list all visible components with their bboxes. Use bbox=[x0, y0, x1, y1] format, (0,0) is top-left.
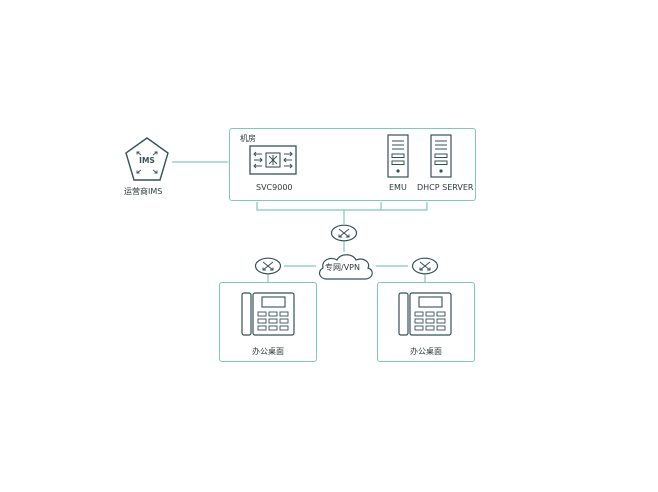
emu-label: EMU bbox=[389, 183, 407, 192]
dhcp-label: DHCP SERVER bbox=[417, 183, 474, 192]
svc-label: SVC9000 bbox=[256, 183, 293, 192]
ims-icon-text: IMS bbox=[139, 156, 155, 165]
dhcp-server-icon bbox=[430, 134, 452, 178]
svc-device-icon bbox=[249, 145, 297, 175]
emu-server-icon bbox=[387, 134, 409, 178]
right-desk-label: 办公桌面 bbox=[410, 347, 442, 356]
right-desk-phone-icon bbox=[398, 292, 452, 336]
right-router-icon bbox=[411, 257, 439, 275]
ims-label: 运营商IMS bbox=[124, 187, 163, 196]
ims-pentagon-icon: IMS bbox=[125, 137, 169, 181]
vpn-label: 专网/VPN bbox=[325, 263, 360, 272]
left-router-icon bbox=[254, 257, 282, 275]
machine-room-title: 机房 bbox=[240, 134, 256, 143]
left-desk-phone-icon bbox=[241, 292, 295, 336]
vpn-cloud-icon bbox=[318, 254, 373, 280]
room-bracket bbox=[256, 202, 428, 211]
core-router-icon bbox=[330, 224, 358, 242]
left-desk-label: 办公桌面 bbox=[252, 347, 284, 356]
